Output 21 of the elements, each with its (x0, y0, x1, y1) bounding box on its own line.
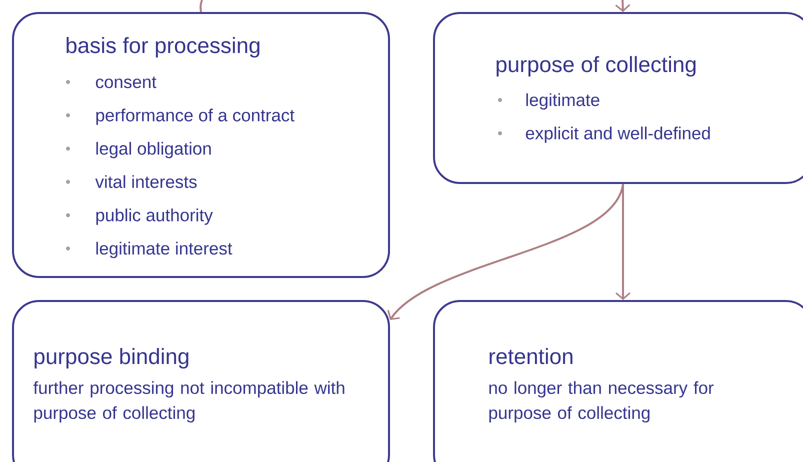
rounded-box (433, 300, 803, 462)
heading: purpose binding (34, 348, 188, 369)
heading: retention (490, 348, 572, 364)
body-text: further processing not incompatible with purpose of collecting (33, 381, 344, 422)
heading: purpose of collecting (496, 56, 696, 77)
bullet-item: performance of a contract (96, 108, 294, 125)
arrow (387, 184, 624, 320)
bullet-item: consent (96, 76, 156, 88)
bullet-item: legal obligation (96, 142, 211, 158)
arrow (615, 0, 630, 12)
bullet-item: legitimate (526, 93, 600, 110)
bullet-item: legitimate interest (96, 242, 232, 258)
body-text: no longer than necessary for purpose of collecting (489, 381, 714, 422)
bullet-item: explicit and well-defined (526, 126, 710, 143)
arrow (615, 184, 631, 300)
rounded-box (12, 300, 390, 462)
bullet-item: vital interests (95, 175, 197, 188)
bullet-item: public authority (96, 208, 213, 225)
rounded-box (12, 12, 390, 278)
rounded-box (433, 12, 803, 184)
heading: basis for processing (66, 37, 260, 58)
